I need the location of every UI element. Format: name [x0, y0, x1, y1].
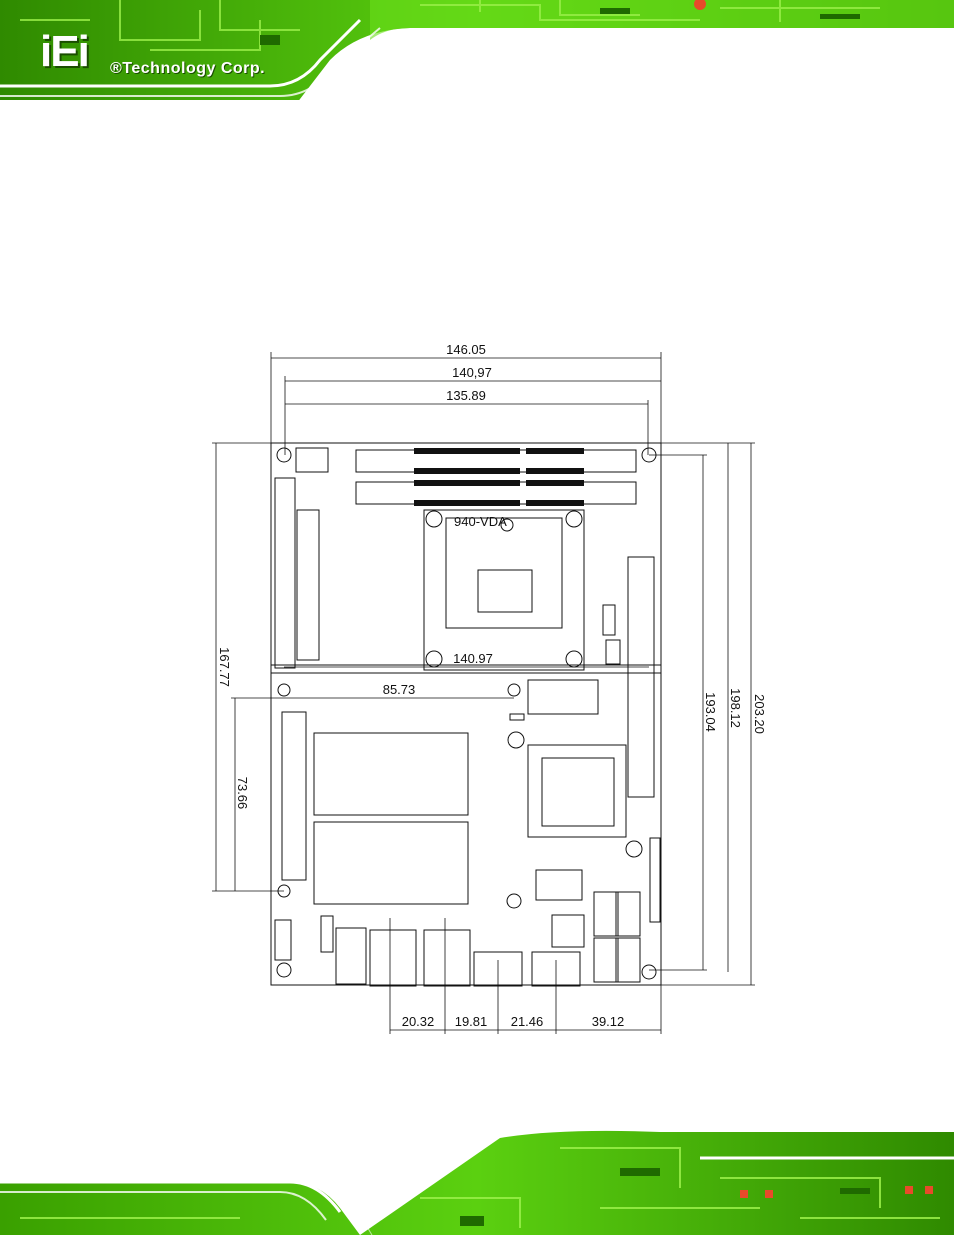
lan-port-2: [424, 930, 470, 986]
lan-port-1: [370, 930, 416, 986]
dim-top-second: 140,97: [452, 365, 492, 380]
dim-left-tall: 167.77: [217, 647, 232, 687]
minipcie-slot-2: [314, 822, 468, 904]
dim-left-short: 73.66: [235, 777, 250, 810]
dim-right-mid: 198.12: [728, 688, 743, 728]
chipset: [528, 745, 626, 837]
page-footer-banner: [0, 1128, 954, 1235]
dim-right-outer: 203.20: [752, 694, 767, 734]
pcb-footer-graphic: [0, 1128, 954, 1235]
dim-bottom-3: 21.46: [511, 1014, 544, 1029]
minipcie-slot-1: [314, 733, 468, 815]
dim-cpu-inner: 140.97: [453, 651, 493, 666]
cpu-socket-label: 940-VDA: [454, 514, 507, 529]
dim-top-overall: 146.05: [446, 342, 486, 357]
dim-bottom-2: 19.81: [455, 1014, 488, 1029]
dim-bottom-1: 20.32: [402, 1014, 435, 1029]
dim-bottom-4: 39.12: [592, 1014, 625, 1029]
right-pin-header: [628, 557, 654, 797]
cpu-socket: [424, 510, 584, 670]
dim-right-inner: 193.04: [703, 692, 718, 732]
dim-middle-horizontal: 85.73: [383, 682, 416, 697]
dim-top-third: 135.89: [446, 388, 486, 403]
